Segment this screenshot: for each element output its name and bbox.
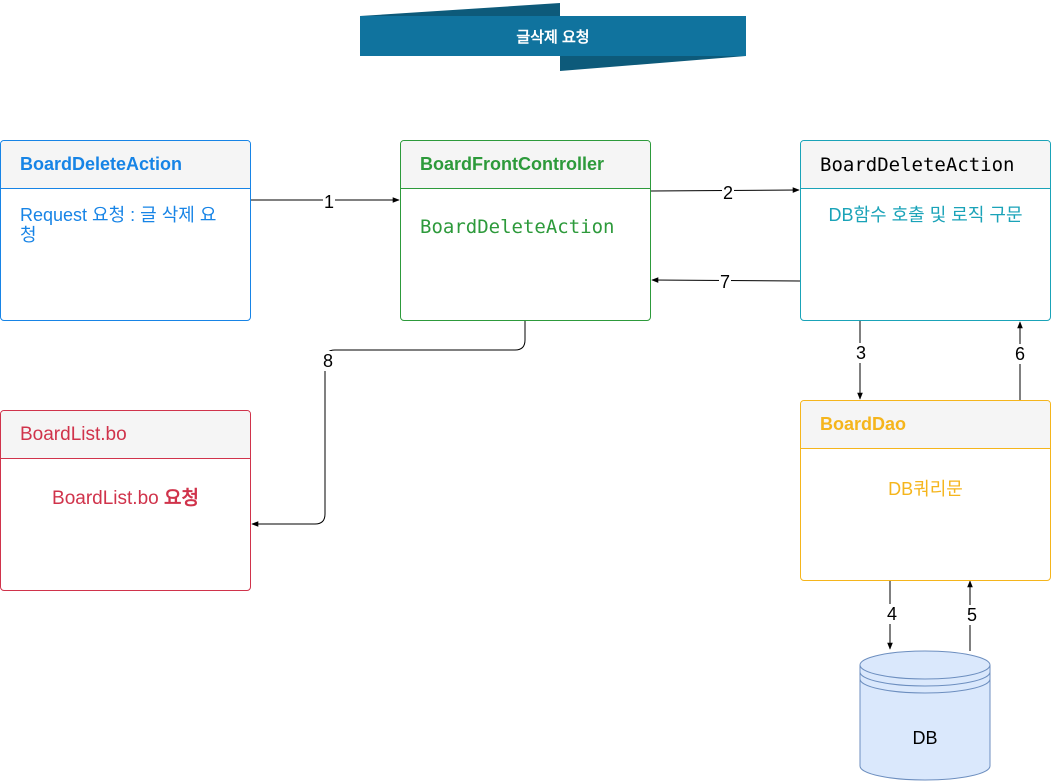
dao-node-header: BoardDao bbox=[801, 401, 1050, 449]
edge-8 bbox=[251, 321, 526, 527]
list-node-body-text: BoardList.bo bbox=[52, 488, 164, 509]
edge-2-label: 2 bbox=[722, 183, 735, 203]
edge-4-label: 4 bbox=[886, 604, 899, 624]
dao-node: BoardDao DB쿼리문 bbox=[800, 400, 1051, 581]
edge-6-label: 6 bbox=[1014, 344, 1027, 364]
controller-node-header: BoardFrontController bbox=[401, 141, 650, 189]
page-title: 글삭제 요청 bbox=[516, 28, 590, 46]
database-cylinder bbox=[859, 650, 991, 781]
dao-node-body: DB쿼리문 bbox=[888, 479, 963, 499]
list-node-body-bold: 요청 bbox=[164, 488, 199, 509]
edge-8-label: 8 bbox=[322, 351, 335, 371]
client-node: BoardDeleteAction Request 요청 : 글 삭제 요청 bbox=[0, 140, 251, 321]
edge-5-label: 5 bbox=[966, 605, 979, 625]
edge-3-label: 3 bbox=[855, 343, 868, 363]
action-node-header: BoardDeleteAction bbox=[801, 141, 1050, 189]
title-banner bbox=[360, 3, 746, 71]
edge-7-label: 7 bbox=[719, 272, 732, 292]
controller-node-body: BoardDeleteAction bbox=[420, 216, 615, 238]
action-node-body: DB함수 호출 및 로직 구문 bbox=[828, 205, 1023, 225]
client-node-header: BoardDeleteAction bbox=[1, 141, 250, 189]
db-label: DB bbox=[912, 728, 938, 748]
action-node: BoardDeleteAction DB함수 호출 및 로직 구문 bbox=[800, 140, 1051, 321]
list-node: BoardList.bo BoardList.bo 요청 bbox=[0, 410, 251, 591]
list-node-header: BoardList.bo bbox=[1, 411, 250, 459]
controller-node: BoardFrontController BoardDeleteAction bbox=[400, 140, 651, 321]
edge-1-label: 1 bbox=[323, 192, 336, 212]
client-node-body: Request 요청 : 글 삭제 요청 bbox=[20, 205, 217, 245]
list-node-body: BoardList.bo 요청 bbox=[1, 459, 250, 525]
